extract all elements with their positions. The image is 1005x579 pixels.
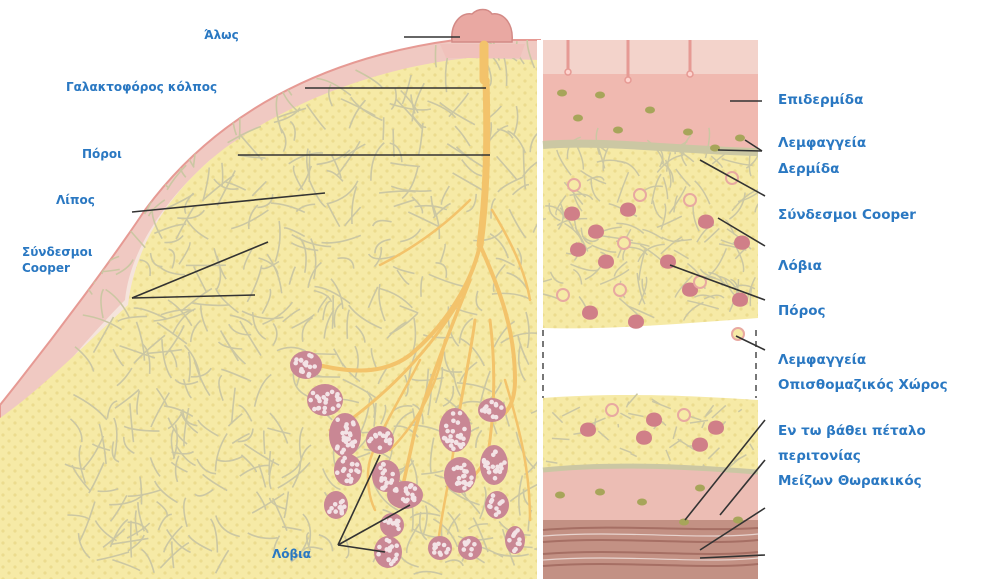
label-fat: Λίπος: [56, 193, 95, 209]
label-ducts: Πόροι: [82, 147, 122, 163]
label-lactiferous-sinus: Γαλακτοφόρος κόλπος: [66, 80, 217, 96]
tissue-layer-section: [515, 40, 768, 579]
label-lymphatics: Λεμφαγγεία: [778, 135, 866, 153]
retromammary-space: [543, 330, 758, 398]
label-duct: Πόρος: [778, 303, 826, 321]
upper-fat-block: [543, 144, 758, 329]
label-epidermis: Επιδερμίδα: [778, 92, 863, 110]
deep-fascia: [543, 466, 758, 525]
label-areola: Άλως: [204, 28, 239, 44]
label-cooper-ligaments: Σύνδεσμοι Cooper: [22, 245, 93, 276]
label-cooper-right: Σύνδεσμοι Cooper: [778, 207, 916, 225]
epidermis-layer: [543, 40, 758, 74]
label-deep-fascia-2: περιτονίας: [778, 448, 861, 466]
label-dermis: Δερμίδα: [778, 161, 839, 179]
label-cooper-line1: Σύνδεσμοι: [22, 245, 93, 261]
section-divider: [537, 40, 543, 579]
label-lymphatics-2: Λεμφαγγεία: [778, 352, 866, 370]
label-lobules-right: Λόβια: [778, 258, 822, 276]
label-cooper-line2: Cooper: [22, 261, 93, 277]
label-deep-fascia-1: Εν τω βάθει πέταλο: [778, 423, 926, 441]
label-lobules-left: Λόβια: [272, 547, 311, 563]
label-pectoralis-major: Μείζων Θωρακικός: [778, 473, 922, 491]
nipple: [452, 10, 512, 43]
label-retromammary-space: Οπισθομαζικός Χώρος: [778, 377, 948, 395]
